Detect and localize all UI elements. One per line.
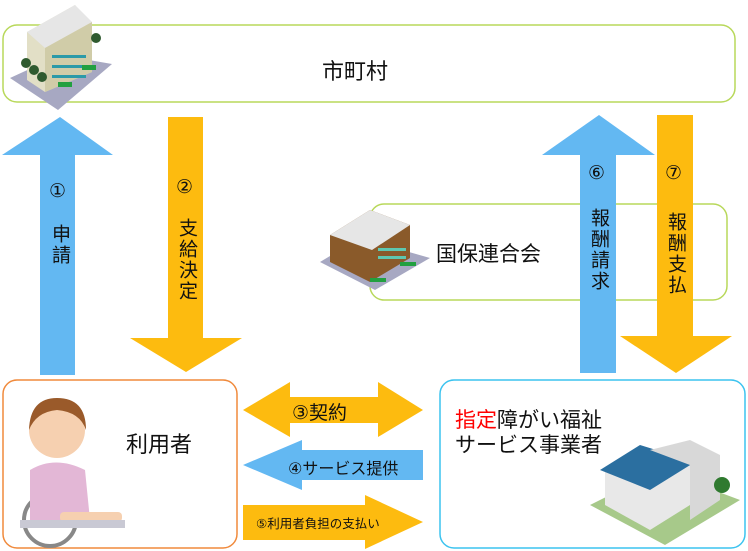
arrow-2-decision <box>130 117 242 372</box>
arrow-3-contract <box>243 382 423 437</box>
arrow-5-label: ⑤利用者負担の支払い <box>256 516 380 531</box>
provider-facility-building-icon <box>590 440 740 545</box>
arrow-7-payment <box>620 115 732 373</box>
federation-label: 国保連合会 <box>436 242 541 266</box>
provider-label-highlight: 指定 <box>455 408 497 432</box>
arrow-7-number: ⑦ <box>665 162 683 184</box>
municipality-label: 市町村 <box>322 60 389 85</box>
city-hall-building-icon <box>10 5 112 110</box>
wheelchair-user-icon <box>20 398 125 548</box>
municipality-box <box>2 24 736 103</box>
federation-building-icon <box>320 210 430 290</box>
arrow-2-label: 支給決定 <box>176 218 198 302</box>
user-label: 利用者 <box>126 433 193 458</box>
provider-label: 指定障がい福祉 サービス事業者 <box>455 408 602 458</box>
arrow-6-label: 報酬請求 <box>588 208 610 292</box>
arrow-4-service <box>243 440 423 490</box>
arrow-5-payment <box>243 495 423 549</box>
provider-label-line2: サービス事業者 <box>455 433 602 457</box>
provider-label-rest: 障がい福祉 <box>497 408 602 432</box>
arrow-4-label: ④サービス提供 <box>288 459 399 478</box>
arrow-7-label: 報酬支払 <box>665 212 687 296</box>
arrow-6-number: ⑥ <box>588 162 606 184</box>
arrow-3-label: ③契約 <box>292 402 348 424</box>
arrow-6-claim <box>542 115 655 373</box>
arrow-1-number: ① <box>49 180 67 202</box>
arrow-1-application <box>2 117 113 375</box>
arrow-2-number: ② <box>176 176 194 198</box>
arrow-1-label: 申請 <box>49 224 71 266</box>
